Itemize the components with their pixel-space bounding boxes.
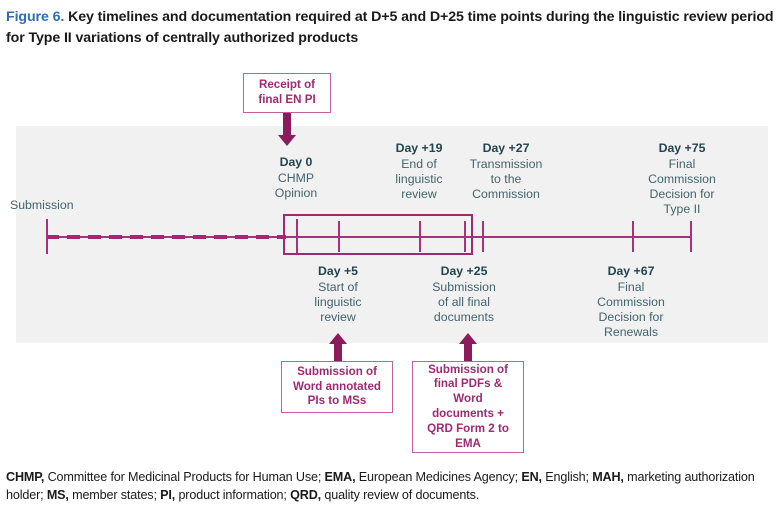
footnote-abbrev: MAH, xyxy=(592,470,624,484)
callout-final-pdfs-text: Submission of final PDFs & Word document… xyxy=(427,362,509,450)
callout-submission-final-pdfs: Submission of final PDFs & Word document… xyxy=(412,361,524,453)
arrow-head xyxy=(278,135,296,146)
milestone-day-75-day: Day +75 xyxy=(658,141,706,155)
diagram-panel xyxy=(16,126,768,343)
callout-word-annotated-text: Submission of Word annotated PIs to MSs xyxy=(292,364,382,408)
footnote-abbrev: PI, xyxy=(160,488,176,503)
tick-day-27 xyxy=(482,221,484,252)
milestone-day-67-desc: Final Commission Decision for Renewals xyxy=(597,280,665,339)
callout-receipt-text: Receipt of final EN PI xyxy=(258,78,316,106)
footnote-definition: product information; xyxy=(175,488,291,503)
milestone-day-19-desc: End of linguistic review xyxy=(395,157,443,201)
milestone-day-0: Day 0 CHMP Opinion xyxy=(251,155,341,201)
footnote-abbrev: MS, xyxy=(46,488,69,503)
footnote-abbrev: CHMP, xyxy=(6,470,45,484)
callout-submission-word-annotated-pis: Submission of Word annotated PIs to MSs xyxy=(281,361,393,413)
figure-title-text: Key timelines and documentation required… xyxy=(6,9,774,46)
footnote-abbrev: QRD, xyxy=(290,488,322,503)
callout-receipt-final-en-pi: Receipt of final EN PI xyxy=(243,73,331,113)
milestone-day-19: Day +19 End of linguistic review xyxy=(374,141,464,202)
milestone-day-25: Day +25 Submission of all final document… xyxy=(417,264,511,325)
milestone-day-75-desc: Final Commission Decision for Type II xyxy=(648,157,716,216)
tick-day-67 xyxy=(632,221,634,252)
milestone-day-75: Day +75 Final Commission Decision for Ty… xyxy=(629,141,735,217)
milestone-day-0-desc: CHMP Opinion xyxy=(274,171,318,200)
figure-number: Figure 6. xyxy=(6,9,69,25)
timeline-axis xyxy=(46,236,691,238)
footnote-abbrev: EN, xyxy=(521,470,542,484)
milestone-day-19-day: Day +19 xyxy=(395,141,443,155)
milestone-day-27-desc: Transmission to the Commission xyxy=(469,157,543,201)
tick-day-5 xyxy=(338,221,340,252)
tick-day-19 xyxy=(419,221,421,252)
linguistic-review-period-box xyxy=(283,214,473,255)
milestone-day-27: Day +27 Transmission to the Commission xyxy=(454,141,558,202)
milestone-day-5-desc: Start of linguistic review xyxy=(314,280,362,324)
milestone-day-0-day: Day 0 xyxy=(279,155,313,169)
milestone-day-67-day: Day +67 xyxy=(607,264,655,278)
tick-day-0 xyxy=(296,219,298,254)
arrow-shaft xyxy=(283,113,291,135)
footnote-abbreviations: CHMP, Committee for Medicinal Products f… xyxy=(6,468,778,505)
page-title: Figure 6. Key timelines and documentatio… xyxy=(6,7,776,48)
footnote-definition: English; xyxy=(541,470,593,484)
arrow-head xyxy=(459,333,477,344)
footnote-abbrev: EMA, xyxy=(324,470,356,484)
milestone-day-27-day: Day +27 xyxy=(482,141,530,155)
tick-day-75 xyxy=(690,221,692,252)
label-submission: Submission xyxy=(10,198,74,212)
footnote-definition: Committee for Medicinal Products for Hum… xyxy=(44,470,325,484)
arrow-shaft xyxy=(334,344,342,366)
arrow-head xyxy=(329,333,347,344)
timeline-dashed-segment xyxy=(46,235,286,239)
milestone-day-5: Day +5 Start of linguistic review xyxy=(293,264,383,325)
milestone-day-5-day: Day +5 xyxy=(318,264,358,278)
milestone-day-25-desc: Submission of all final documents xyxy=(432,280,496,324)
footnote-definition: quality review of documents. xyxy=(321,488,480,503)
tick-submission xyxy=(46,219,48,254)
milestone-day-67: Day +67 Final Commission Decision for Re… xyxy=(578,264,684,340)
milestone-day-25-day: Day +25 xyxy=(440,264,488,278)
arrow-shaft xyxy=(464,344,472,366)
footnote-definition: European Medicines Agency; xyxy=(355,470,522,484)
tick-day-25 xyxy=(464,221,466,252)
footnote-definition: member states; xyxy=(68,488,161,503)
footnote-definition: marketing authorization holder; xyxy=(6,470,755,503)
